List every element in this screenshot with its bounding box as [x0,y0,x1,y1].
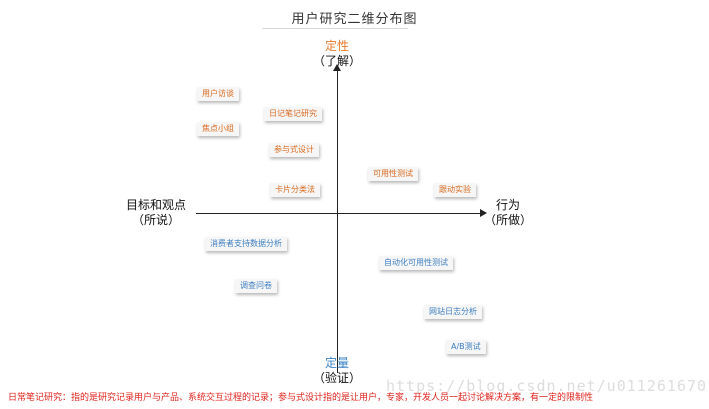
method-tag: 日记笔记研究 [264,107,322,121]
axis-label-quantitative: 定量 （验证） [277,356,397,386]
method-tag: 跟动实验 [434,183,476,197]
title-underline [262,28,408,29]
method-tag: 自动化可用性测试 [379,256,453,270]
axis-label-left-sub: （所说） [131,213,180,227]
vertical-axis-arrow [333,64,341,71]
vertical-axis [337,70,338,373]
watermark: https://blog.csdn.net/u011261670 [386,377,707,395]
axis-label-top-sub: （了解） [312,54,361,68]
axis-label-qualitative: 定性 （了解） [277,39,397,69]
axis-label-bottom-main: 定量 [324,356,349,370]
method-tag: 卡片分类法 [270,183,320,197]
axis-label-right-main: 行为 [495,198,520,212]
method-tag: 消费者支持数据分析 [205,237,287,251]
diagram-title: 用户研究二维分布图 [291,12,418,27]
method-tag: 用户访谈 [197,87,239,101]
method-tag: 调查问卷 [235,279,277,293]
footnote: 日常笔记研究：指的是研究记录用户与产品、系统交互过程的记录；参与式设计指的是让用… [8,393,594,403]
axis-label-attitudinal: 目标和观点 （所说） [96,198,216,228]
horizontal-axis-arrow [480,209,487,217]
method-tag: 参与式设计 [269,143,319,157]
method-tag: 网站日志分析 [424,305,482,319]
horizontal-axis [196,213,481,214]
axis-label-left-main: 目标和观点 [125,198,186,212]
method-tag: 可用性测试 [368,167,418,181]
axis-label-bottom-sub: （验证） [312,371,361,385]
axis-label-top-main: 定性 [324,39,349,53]
axis-label-behavioral: 行为 （所做） [448,198,568,228]
method-tag: A/B测试 [446,340,486,354]
axis-label-right-sub: （所做） [483,213,532,227]
method-tag: 焦点小组 [197,122,239,136]
